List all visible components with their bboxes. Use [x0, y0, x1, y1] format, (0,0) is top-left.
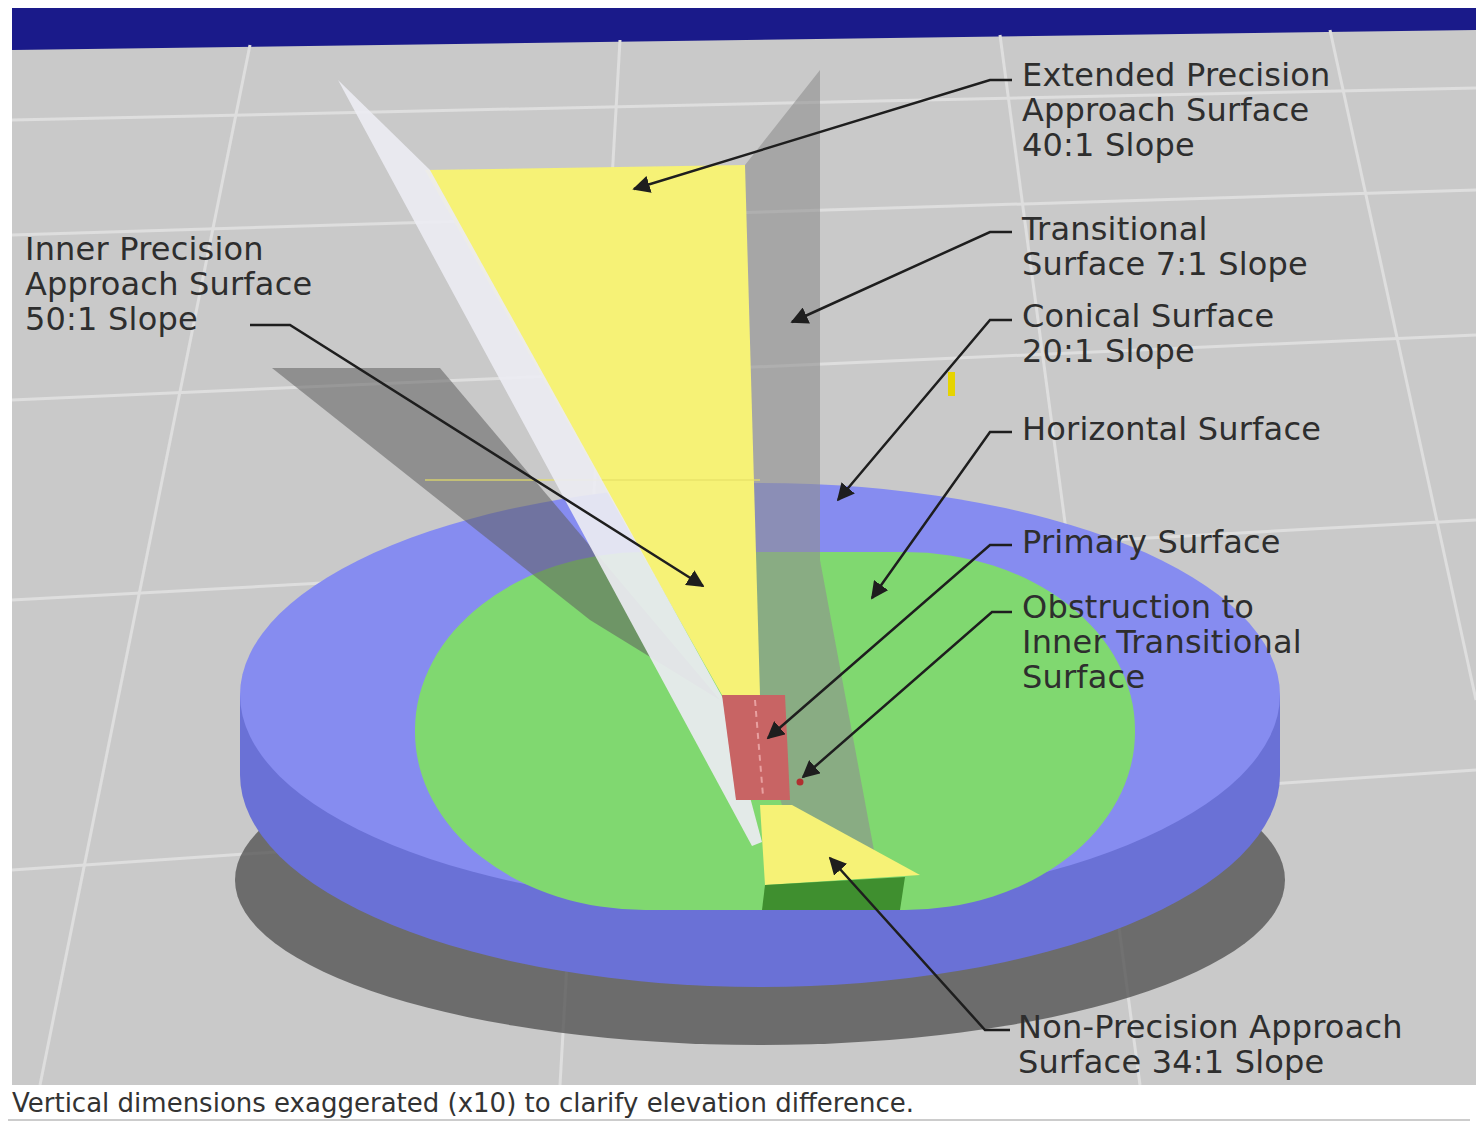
callout-label: Inner Precision Approach Surface 50:1 Sl…	[25, 232, 317, 337]
callout-label-box: Non-Precision Approach Surface 34:1 Slop…	[1018, 1010, 1408, 1080]
grid-line	[1330, 30, 1476, 700]
obstruction-marker	[948, 372, 955, 396]
leader-line	[838, 320, 1012, 500]
leader-line	[634, 80, 1012, 189]
callout-label-box: Primary Surface	[1022, 525, 1286, 560]
ground-plane	[12, 8, 1476, 1085]
leader-line	[792, 232, 1012, 322]
callout-label-box: Conical Surface 20:1 Slope	[1022, 299, 1280, 369]
leader-line	[250, 325, 703, 586]
obstruction-point	[797, 779, 804, 786]
leader-line	[768, 545, 1012, 738]
grid-line	[40, 45, 250, 1085]
primary-surface	[722, 695, 790, 800]
callout-label: Conical Surface 20:1 Slope	[1022, 299, 1280, 369]
non-precision-approach-surface	[760, 805, 920, 885]
scene	[12, 8, 1476, 1085]
precision-approach-surface	[425, 165, 760, 695]
sky-band	[12, 8, 1476, 50]
callout-label: Horizontal Surface	[1022, 412, 1326, 447]
surface-edge	[762, 877, 905, 910]
transitional-surface	[338, 80, 762, 846]
callout-label: Non-Precision Approach Surface 34:1 Slop…	[1018, 1010, 1408, 1080]
callout-label-box: Obstruction to Inner Transitional Surfac…	[1022, 590, 1306, 695]
callout-label: Primary Surface	[1022, 525, 1286, 560]
callout-label-box: Horizontal Surface	[1022, 412, 1326, 447]
callout-label: Extended Precision Approach Surface 40:1…	[1022, 58, 1336, 163]
ground-grid	[12, 30, 1476, 1085]
caption: Vertical dimensions exaggerated (x10) to…	[12, 1088, 914, 1118]
leader-line	[830, 858, 1010, 1030]
leader-line	[803, 612, 1012, 777]
callout-label-box: Transitional Surface 7:1 Slope	[1022, 212, 1316, 282]
callout-label-box: Inner Precision Approach Surface 50:1 Sl…	[25, 232, 317, 337]
caption-rule	[8, 1119, 1470, 1121]
runway-centerline	[755, 700, 763, 796]
caption-box: Vertical dimensions exaggerated (x10) to…	[12, 1088, 914, 1118]
leader-lines	[250, 80, 1012, 1030]
leader-line	[872, 432, 1012, 598]
callout-label: Transitional Surface 7:1 Slope	[1022, 212, 1316, 282]
callout-label: Obstruction to Inner Transitional Surfac…	[1022, 590, 1306, 695]
callout-label-box: Extended Precision Approach Surface 40:1…	[1022, 58, 1336, 163]
